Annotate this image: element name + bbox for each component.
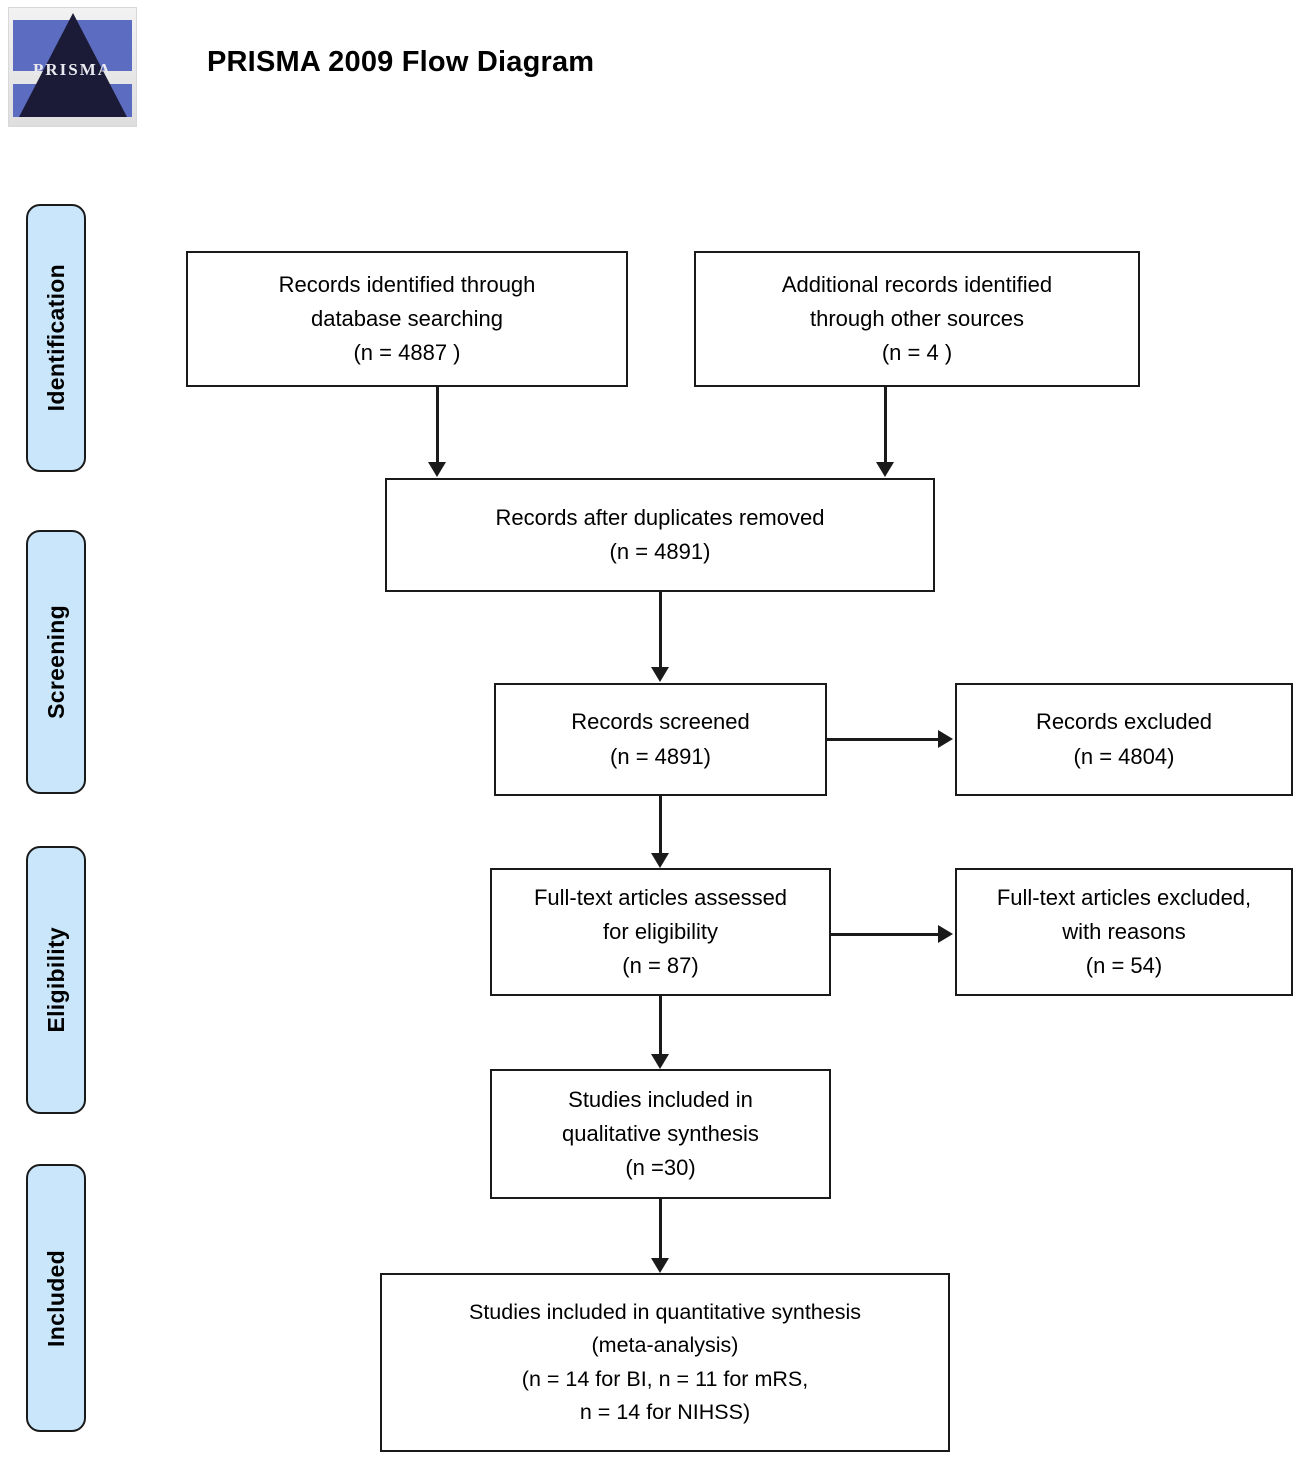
node-quantitative-synthesis-text: Studies included in quantitative synthes… — [468, 1299, 862, 1424]
connector-line-fulltext-to-qualitative — [659, 996, 662, 1055]
connector-arrow-screened-to-fulltext — [651, 853, 669, 868]
node-fulltext-excluded-text: Full-text articles excluded, with reason… — [996, 884, 1252, 979]
connector-line-db-to-duplicates — [436, 387, 439, 463]
connector-line-duplicates-to-screened — [659, 592, 662, 668]
connector-line-screened-to-fulltext — [659, 796, 662, 854]
connector-arrow-db-to-duplicates — [428, 462, 446, 477]
node-qualitative-synthesis: Studies included in qualitative synthesi… — [490, 1069, 831, 1199]
node-records-excluded-text: Records excluded (n = 4804) — [1035, 709, 1213, 769]
stage-label-included-text: Included — [42, 1249, 69, 1347]
connector-arrow-duplicates-to-screened — [651, 667, 669, 682]
logo-pyramid-shape — [19, 13, 127, 117]
node-records-after-duplicates-removed: Records after duplicates removed (n = 48… — [385, 478, 935, 592]
connector-arrow-fulltext-to-qualitative — [651, 1054, 669, 1069]
connector-arrow-fulltext-to-excluded — [938, 925, 953, 943]
node-records-screened: Records screened (n = 4891) — [494, 683, 827, 796]
stage-label-screening: Screening — [26, 530, 86, 794]
connector-arrow-other-to-duplicates — [876, 462, 894, 477]
stage-label-screening-text: Screening — [42, 605, 69, 719]
node-records-screened-text: Records screened (n = 4891) — [571, 709, 750, 769]
page-title: PRISMA 2009 Flow Diagram — [207, 46, 595, 78]
node-qualitative-synthesis-text: Studies included in qualitative synthesi… — [562, 1086, 759, 1181]
node-quantitative-synthesis: Studies included in quantitative synthes… — [380, 1273, 950, 1452]
node-additional-records-other-sources: Additional records identified through ot… — [694, 251, 1140, 387]
stage-label-identification: Identification — [26, 204, 86, 472]
connector-arrow-qualitative-to-quantitative — [651, 1258, 669, 1273]
node-records-excluded: Records excluded (n = 4804) — [955, 683, 1293, 796]
stage-label-eligibility-text: Eligibility — [42, 927, 69, 1033]
prisma-pyramid-logo: PRISMA — [8, 7, 137, 127]
stage-label-identification-text: Identification — [42, 264, 69, 412]
node-records-after-duplicates-removed-text: Records after duplicates removed (n = 48… — [495, 504, 825, 564]
stage-label-eligibility: Eligibility — [26, 846, 86, 1114]
node-records-identified-database-text: Records identified through database sear… — [278, 271, 536, 366]
node-fulltext-assessed: Full-text articles assessed for eligibil… — [490, 868, 831, 996]
connector-line-qualitative-to-quantitative — [659, 1199, 662, 1259]
connector-line-other-to-duplicates — [884, 387, 887, 463]
node-fulltext-excluded: Full-text articles excluded, with reason… — [955, 868, 1293, 996]
node-additional-records-other-sources-text: Additional records identified through ot… — [781, 271, 1053, 366]
connector-arrow-screened-to-excluded — [938, 730, 953, 748]
logo-wordmark: PRISMA — [32, 60, 113, 79]
node-fulltext-assessed-text: Full-text articles assessed for eligibil… — [533, 884, 788, 979]
node-records-identified-database: Records identified through database sear… — [186, 251, 628, 387]
connector-line-screened-to-excluded — [827, 738, 939, 741]
stage-label-included: Included — [26, 1164, 86, 1432]
connector-line-fulltext-to-excluded — [831, 933, 939, 936]
